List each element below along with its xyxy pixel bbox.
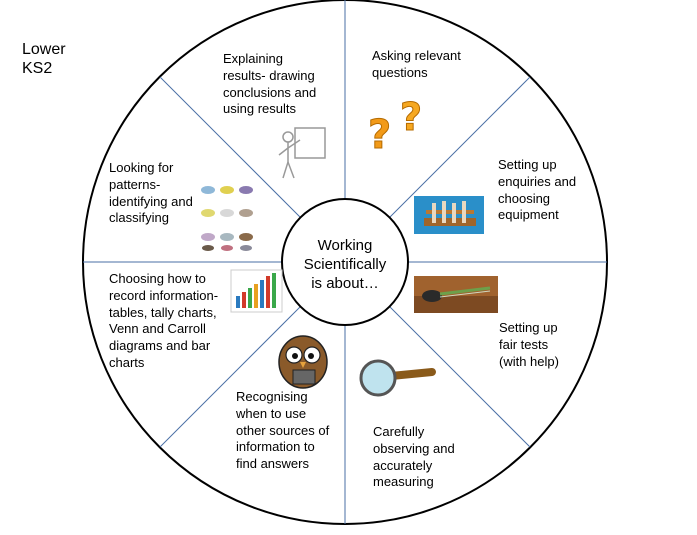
svg-text:?: ? — [400, 95, 422, 139]
spring-scale-image — [414, 276, 498, 313]
magnifying-glass-icon — [359, 359, 436, 397]
owl-reading-icon — [278, 335, 328, 389]
spoke-top-left — [159, 76, 302, 219]
segment-patterns-classifying: Looking for patterns- identifying and cl… — [109, 160, 193, 226]
segment-fair-tests: Setting up fair tests (with help) — [499, 320, 559, 369]
spoke-bottom-right — [388, 305, 531, 448]
segment-observing-measuring: Carefully observing and accurately measu… — [373, 424, 455, 490]
birds-grid-icon — [201, 186, 253, 251]
center-circle — [281, 198, 409, 326]
bar-chart-icon — [230, 269, 283, 313]
presenter-board-icon — [278, 127, 326, 179]
spoke-lines — [83, 0, 607, 524]
segment-recording-information: Choosing how to record information- tabl… — [109, 271, 219, 370]
question-marks-icon: ? ? — [368, 95, 423, 159]
test-tubes-image — [414, 196, 484, 234]
center-text: Working Scientifically is about… — [303, 237, 387, 292]
spoke-top-right — [388, 76, 531, 219]
svg-text:?: ? — [368, 112, 391, 158]
segment-explaining-results: Explaining results- drawing conclusions … — [223, 51, 317, 117]
segment-other-sources: Recognising when to use other sources of… — [236, 389, 330, 472]
corner-label: Lower KS2 — [22, 41, 66, 77]
segment-setting-up-enquiries: Setting up enquiries and choosing equipm… — [498, 157, 577, 223]
spoke-bottom-left — [159, 305, 302, 448]
segment-asking-questions: Asking relevant questions — [372, 48, 461, 80]
